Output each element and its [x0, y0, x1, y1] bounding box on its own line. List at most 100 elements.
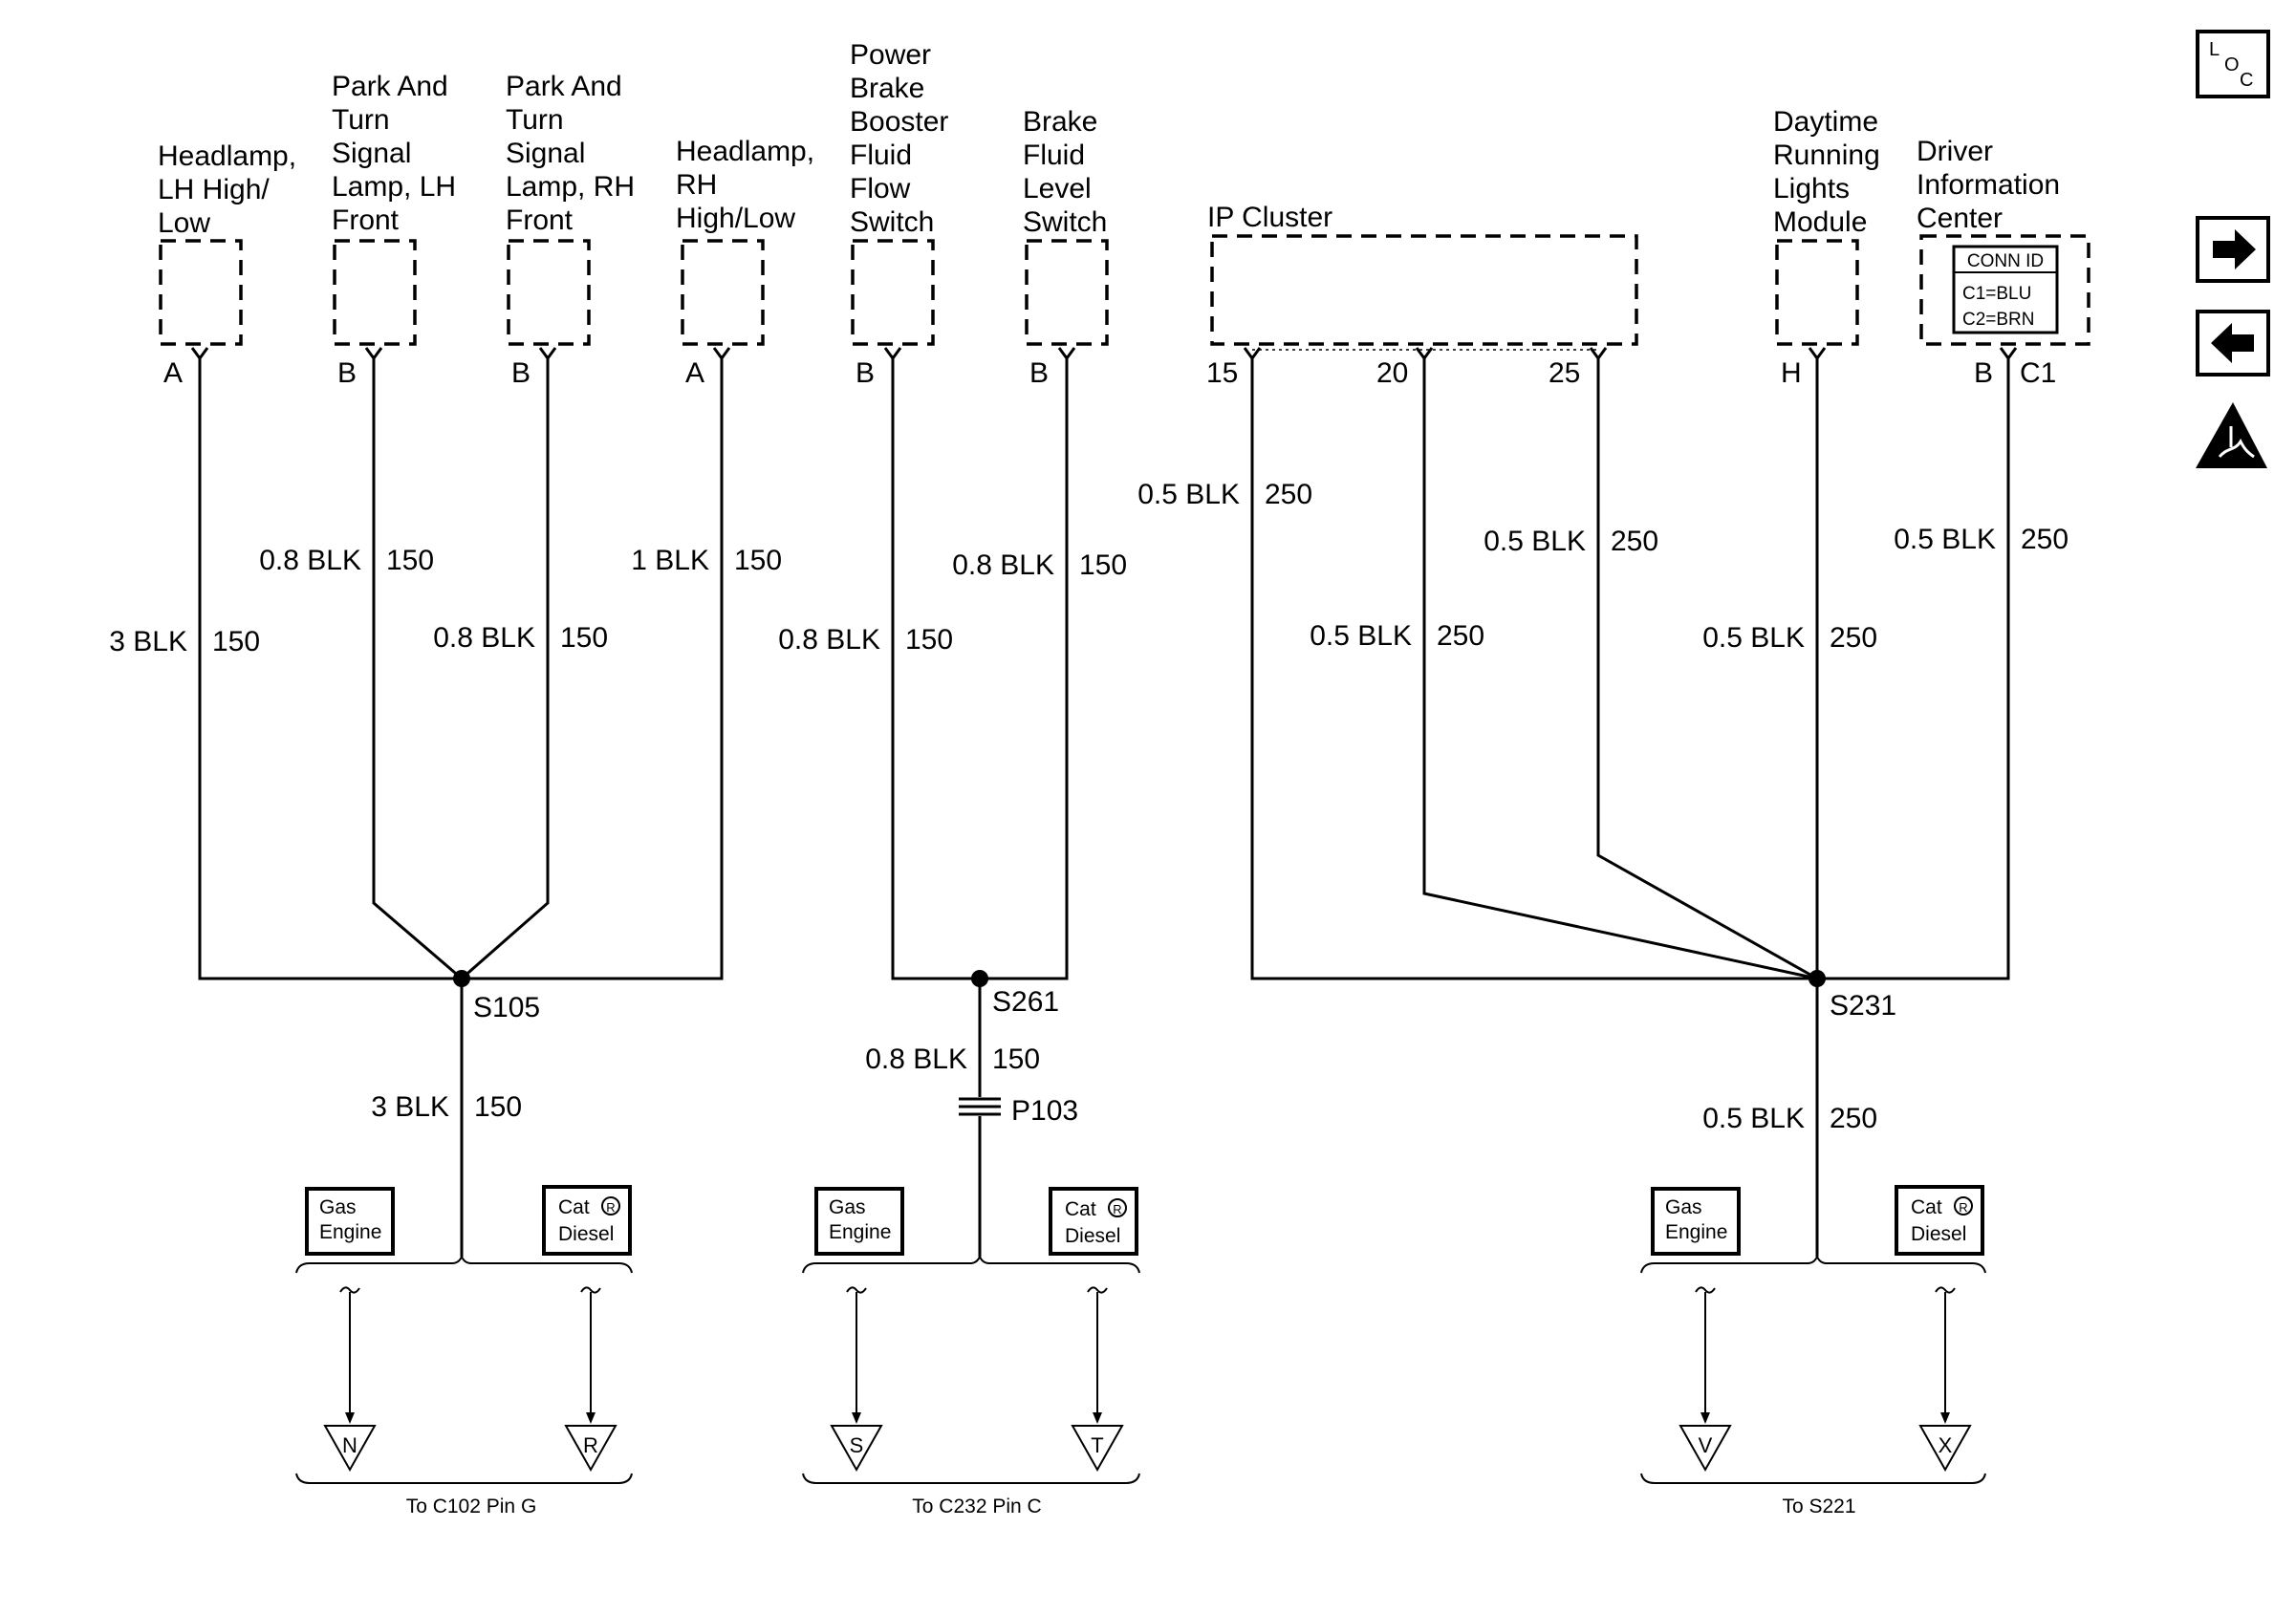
right-arrow-icon[interactable] — [2196, 216, 2270, 283]
splice-dot-s105 — [453, 970, 470, 987]
pin-label-headlamp-rh: A — [685, 357, 704, 389]
svg-text:250: 250 — [1830, 1103, 1877, 1134]
svg-text:Turn: Turn — [506, 104, 564, 136]
svg-text:Brake: Brake — [850, 73, 924, 104]
svg-text:Switch: Switch — [850, 206, 934, 238]
pin-label-driver-info-center: B — [1974, 357, 1993, 389]
svg-text:Flow: Flow — [850, 173, 911, 204]
svg-text:0.5 BLK: 0.5 BLK — [1137, 479, 1240, 510]
label-brake-fluid-level: Brake Fluid Level Switch — [1023, 106, 1107, 238]
svg-text:Center: Center — [1917, 203, 2003, 234]
svg-text:Lights: Lights — [1773, 173, 1850, 204]
arrow-label-s: S — [850, 1433, 864, 1457]
arrow-head-icon — [1093, 1412, 1102, 1424]
arrow-head-icon — [586, 1412, 596, 1424]
svg-text:150: 150 — [734, 545, 782, 576]
svg-text:Gas: Gas — [1665, 1196, 1702, 1218]
svg-text:Fluid: Fluid — [1023, 140, 1085, 171]
svg-text:LH High/: LH High/ — [158, 174, 270, 205]
svg-text:Headlamp,: Headlamp, — [676, 136, 814, 167]
break-mark-icon — [1935, 1286, 1956, 1294]
svg-text:Front: Front — [506, 204, 574, 236]
destination-triangle-icon — [830, 1425, 883, 1473]
svg-text:250: 250 — [1265, 479, 1312, 510]
svg-text:250: 250 — [1437, 620, 1484, 652]
wire-labels: 3 BLK 150 0.8 BLK 150 0.8 BLK 150 1 BLK … — [109, 479, 2069, 1134]
svg-text:Power: Power — [850, 39, 931, 71]
label-park-turn-rh: Park And Turn Signal Lamp, RH Front — [506, 71, 635, 236]
option-bottom-brace — [1640, 1473, 1986, 1484]
arrow-label-r: R — [583, 1433, 598, 1457]
component-box-park-turn-lh — [333, 239, 417, 346]
svg-text:Diesel: Diesel — [1911, 1223, 1966, 1245]
registered-mark-icon — [601, 1196, 620, 1216]
splice-label-s105: S105 — [473, 992, 540, 1023]
svg-text:Daytime: Daytime — [1773, 106, 1878, 138]
option-line-geometry — [295, 1254, 1986, 1484]
svg-text:Diesel: Diesel — [558, 1223, 614, 1245]
svg-text:Cat: Cat — [558, 1196, 590, 1218]
splice-dot-s261 — [971, 970, 988, 987]
svg-text:High/Low: High/Low — [676, 203, 795, 234]
component-box-headlamp-lh — [159, 239, 243, 346]
svg-text:1 BLK: 1 BLK — [631, 545, 709, 576]
loc-button[interactable]: L O C — [2196, 30, 2270, 98]
destination-triangle-icon — [564, 1425, 617, 1473]
svg-text:Engine: Engine — [829, 1221, 891, 1243]
component-box-driver-info-center — [1919, 234, 2090, 346]
svg-text:150: 150 — [474, 1091, 522, 1123]
svg-text:Turn: Turn — [332, 104, 390, 136]
arrow-head-icon — [1940, 1412, 1950, 1424]
splice-dot-s231 — [1809, 970, 1826, 987]
label-ip-cluster: IP Cluster — [1207, 202, 1332, 233]
option-top-brace — [295, 1254, 633, 1274]
svg-text:C2=BRN: C2=BRN — [1962, 310, 2035, 330]
pin-label-ip-25: 25 — [1549, 357, 1580, 389]
label-park-turn-lh: Park And Turn Signal Lamp, LH Front — [332, 71, 456, 236]
connector-label-driver-info-center: C1 — [2020, 357, 2056, 389]
label-power-brake-booster: Power Brake Booster Fluid Flow Switch — [850, 39, 948, 238]
break-mark-icon — [846, 1286, 867, 1294]
svg-text:Module: Module — [1773, 206, 1867, 238]
arrow-head-icon — [1700, 1412, 1710, 1424]
svg-text:Running: Running — [1773, 140, 1880, 171]
svg-text:150: 150 — [1079, 549, 1127, 581]
left-arrow-icon[interactable] — [2196, 310, 2270, 377]
svg-text:Engine: Engine — [1665, 1221, 1727, 1243]
label-daytime-running-lights: Daytime Running Lights Module — [1773, 106, 1880, 238]
arrow-label-n: N — [342, 1433, 357, 1457]
pin-label-park-turn-rh: B — [511, 357, 531, 389]
svg-text:150: 150 — [212, 626, 260, 657]
svg-text:C1=BLU: C1=BLU — [1962, 284, 2031, 304]
gas-engine-box — [305, 1187, 395, 1256]
svg-text:Lamp, LH: Lamp, LH — [332, 171, 456, 203]
arrow-head-icon — [345, 1412, 355, 1424]
svg-text:Cat: Cat — [1065, 1198, 1096, 1220]
arrow-head-icon — [852, 1412, 861, 1424]
svg-text:Park And: Park And — [506, 71, 622, 102]
svg-text:Lamp, RH: Lamp, RH — [506, 171, 635, 203]
svg-text:Park And: Park And — [332, 71, 448, 102]
svg-text:250: 250 — [1830, 622, 1877, 654]
svg-text:R: R — [606, 1200, 615, 1215]
svg-text:Signal: Signal — [332, 138, 411, 169]
destination-label: To S221 — [1782, 1496, 1855, 1517]
pin-label-ip-15: 15 — [1206, 357, 1238, 389]
option-top-brace — [802, 1254, 1140, 1274]
svg-text:Front: Front — [332, 204, 400, 236]
destination-triangle-icon — [1071, 1425, 1124, 1473]
component-box-ip-cluster — [1210, 234, 1638, 346]
label-headlamp-rh: Headlamp, RH High/Low — [676, 136, 814, 234]
pin-label-brake-fluid-level: B — [1029, 357, 1049, 389]
svg-text:150: 150 — [560, 622, 608, 654]
arrow-label-v: V — [1699, 1433, 1713, 1457]
svg-text:0.5 BLK: 0.5 BLK — [1702, 1103, 1805, 1134]
svg-text:Low: Low — [158, 207, 210, 239]
component-box-power-brake-booster — [851, 239, 935, 346]
loc-letter-c: C — [2240, 70, 2253, 91]
svg-text:0.5 BLK: 0.5 BLK — [1484, 526, 1586, 557]
